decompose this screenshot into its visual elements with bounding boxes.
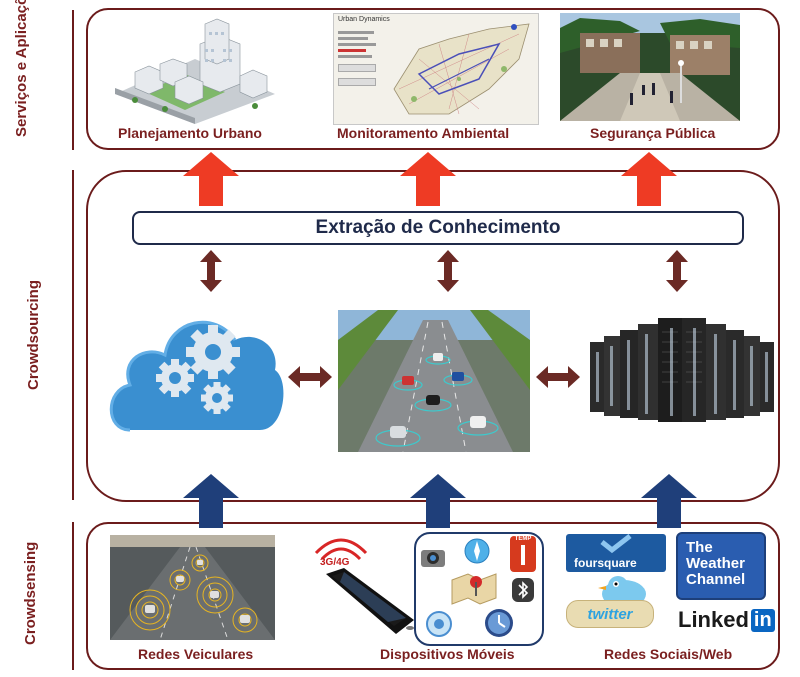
environmental-monitoring-image: Urban Dynamics (333, 13, 539, 125)
cloud-gears-icon (109, 320, 284, 432)
caption-vehicular-networks: Redes Veiculares (138, 646, 254, 662)
connected-cars-image (338, 310, 530, 453)
camera-icon (421, 550, 445, 567)
temp-badge-label: TEMP (514, 536, 532, 542)
map-side-panel (338, 28, 380, 116)
caption-public-safety: Segurança Pública (590, 125, 716, 141)
clock-icon (485, 609, 513, 637)
layer-bracket-crowdsensing (72, 522, 74, 670)
double-arrow-center (437, 250, 459, 292)
weather-line-2: Weather (686, 555, 745, 572)
layer-bracket-crowdsourcing (72, 170, 74, 500)
linkedin-text: Linked (678, 607, 749, 632)
layer-label-crowdsourcing: Crowdsourcing (25, 279, 42, 390)
twitter-label: twitter (587, 605, 633, 623)
double-arrow-horizontal-right (536, 366, 580, 388)
weather-line-1: The (686, 539, 713, 556)
accelerometer-icon (426, 611, 452, 637)
linkedin-in-badge: in (750, 608, 775, 632)
twitter-logo: twitter (566, 600, 654, 628)
public-safety-image (560, 13, 740, 121)
apps-bubble: TEMP (414, 532, 544, 646)
layer-label-services: Serviços e Aplicações (13, 0, 30, 137)
server-rack-image (590, 318, 774, 422)
map-title: Urban Dynamics (338, 16, 390, 23)
layer-label-crowdsensing: Crowdsensing (22, 541, 39, 645)
caption-mobile-devices: Dispositivos Móveis (380, 646, 515, 662)
layer-bracket-services (72, 10, 74, 150)
knowledge-extraction-box: Extração de Conhecimento (132, 211, 744, 245)
smartphone-icon (326, 568, 414, 634)
blue-arrow-center (410, 474, 466, 528)
network-badge-label: 3G/4G (320, 557, 350, 568)
double-arrow-left (200, 250, 222, 292)
red-arrow-center (400, 152, 456, 206)
blue-arrow-left (183, 474, 239, 528)
blue-arrow-right (641, 474, 697, 528)
caption-social-networks: Redes Sociais/Web (604, 646, 733, 662)
red-arrow-right (621, 152, 677, 206)
urban-planning-image (115, 18, 275, 124)
double-arrow-right (666, 250, 688, 292)
double-arrow-horizontal-left (288, 366, 332, 388)
bluetooth-icon (512, 578, 534, 602)
network-badge: 3G/4G (312, 533, 370, 573)
red-arrow-left (183, 152, 239, 206)
compass-icon (464, 538, 490, 564)
foursquare-logo: foursquare (566, 534, 666, 572)
map-pin-icon (451, 573, 497, 605)
caption-urban-planning: Planejamento Urbano (118, 125, 262, 141)
linkedin-logo: Linked in (678, 605, 775, 635)
weather-line-3: Channel (686, 571, 746, 588)
vehicular-networks-image (110, 535, 275, 641)
weather-channel-logo: The Weather Channel (676, 532, 766, 600)
thermometer-icon: TEMP (510, 536, 536, 572)
foursquare-label: foursquare (574, 556, 637, 570)
caption-environmental-monitoring: Monitoramento Ambiental (337, 125, 510, 141)
